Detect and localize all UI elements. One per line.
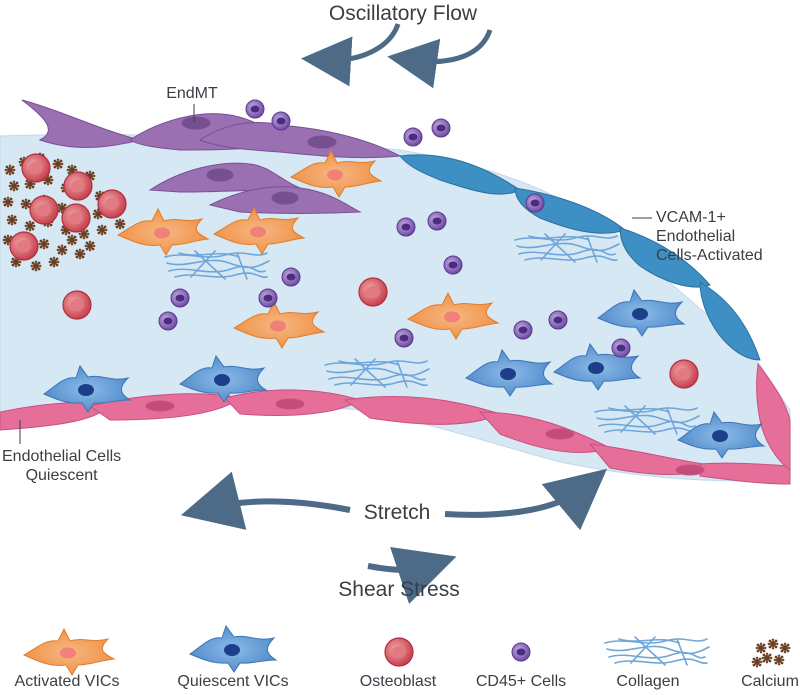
endothelial-quiescent-line-2: Quiescent: [25, 467, 98, 484]
activated-endothelium: [399, 154, 761, 361]
stretch-arrow-left: [180, 471, 351, 530]
osteoblast-icon: [384, 637, 414, 667]
legend-label-collagen: Collagen: [616, 673, 680, 690]
vcam-line-2: Endothelial: [656, 228, 736, 245]
oscillatory-arrow-left: [301, 23, 401, 87]
collagen-icon: [604, 636, 710, 666]
oscillatory-arrow-right: [387, 29, 493, 89]
activated-vic-icon: [23, 628, 115, 676]
stretch-arrow-right: [444, 468, 608, 531]
quiescent-vic-icon: [189, 625, 277, 673]
legend-label-cd45: CD45+ Cells: [475, 673, 567, 690]
calcium-icon: [751, 638, 791, 668]
vcam-line-1: VCAM-1+: [656, 209, 726, 226]
shear-stress-label: Shear Stress: [338, 578, 460, 601]
legend-label-quiescent-vics: Quiescent VICs: [177, 673, 289, 690]
vcam-label: VCAM-1+ Endothelial Cells-Activated: [656, 208, 763, 265]
endothelial-quiescent-line-1: Endothelial Cells: [2, 448, 122, 465]
shear-stress-arrow: [367, 547, 457, 604]
stretch-label: Stretch: [363, 501, 431, 524]
quiescent-endothelium: [0, 362, 791, 485]
vcam-line-3: Cells-Activated: [656, 247, 763, 264]
endmt-label: EndMT: [166, 85, 218, 102]
cd45-cell-icon: [511, 642, 531, 662]
endothelial-quiescent-label: Endothelial Cells Quiescent: [2, 447, 121, 485]
endmt-cells: [21, 99, 402, 214]
legend-label-activated-vics: Activated VICs: [14, 673, 120, 690]
legend-label-calcium: Calcium: [741, 673, 799, 690]
legend-label-osteoblast: Osteoblast: [359, 673, 437, 690]
oscillatory-flow-label: Oscillatory Flow: [328, 2, 478, 25]
legend-icons: [23, 625, 791, 676]
